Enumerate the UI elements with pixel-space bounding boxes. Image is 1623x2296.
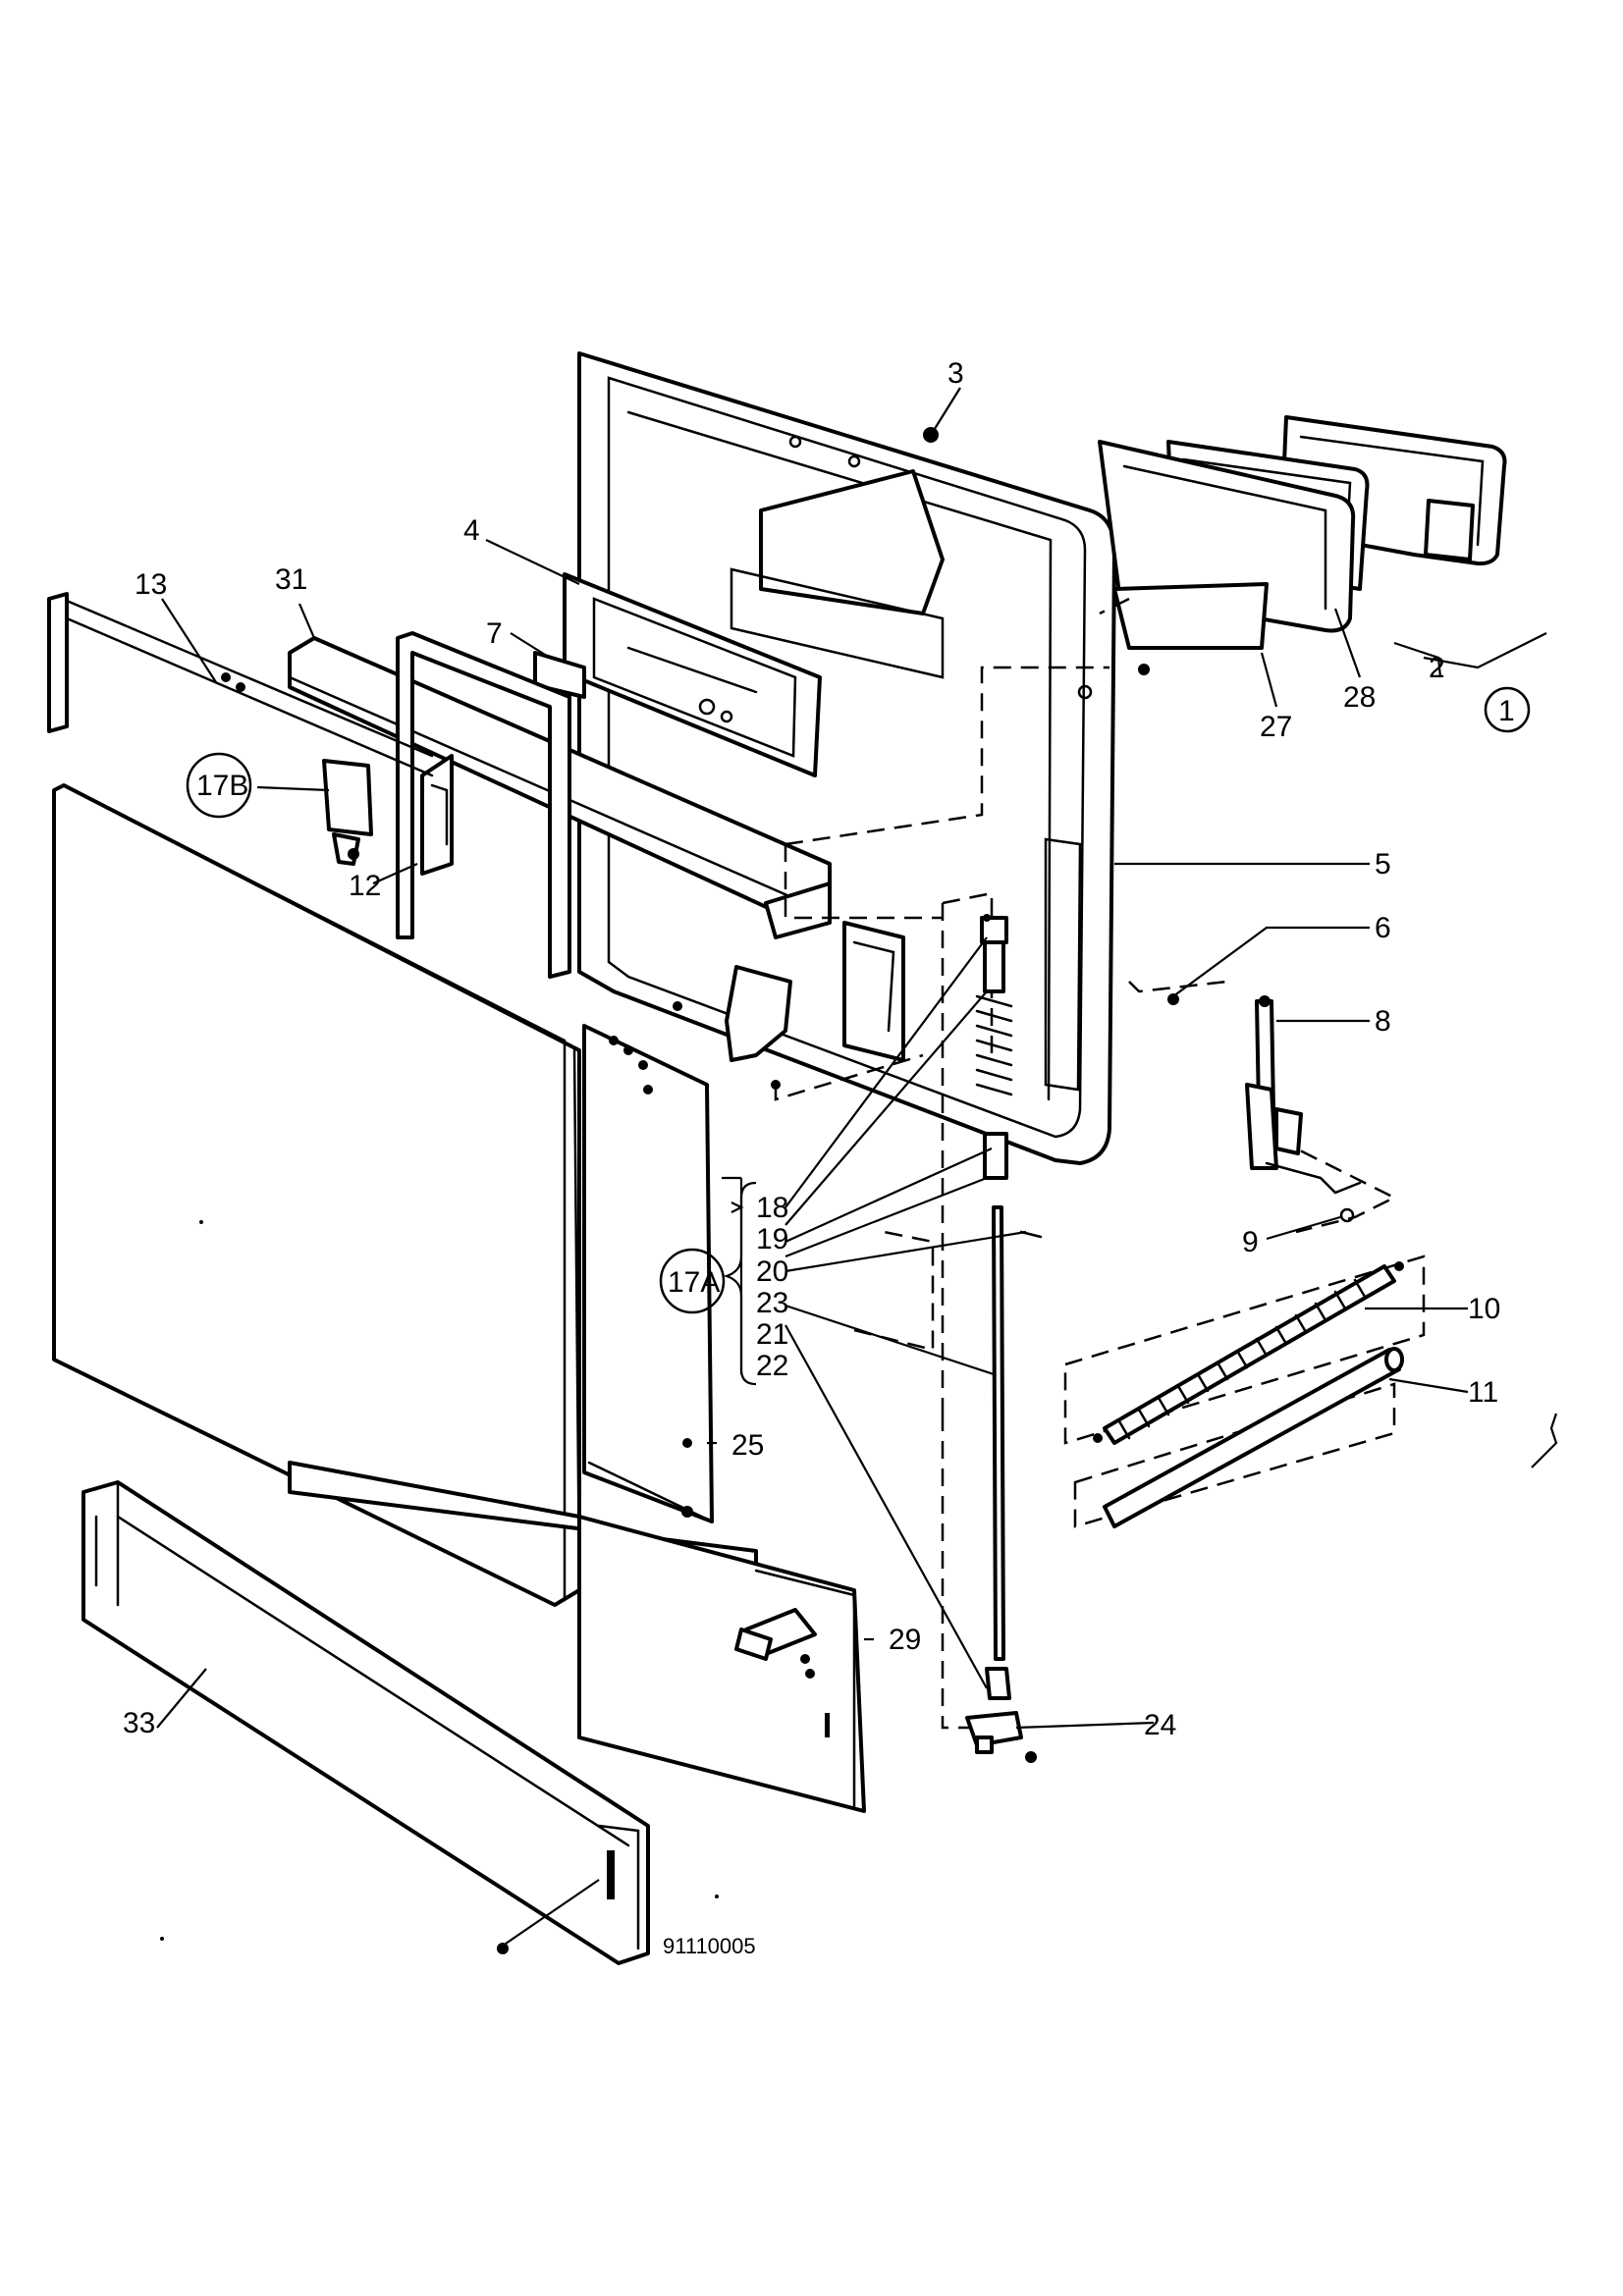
callout-circle-17a bbox=[659, 1248, 726, 1314]
callout-6: 6 bbox=[1375, 912, 1391, 944]
callout-13: 13 bbox=[135, 568, 167, 601]
leader-lines bbox=[156, 387, 1558, 1945]
callout-10: 10 bbox=[1468, 1293, 1500, 1325]
callout-circle-1 bbox=[1484, 686, 1531, 733]
callout-22: 22 bbox=[756, 1350, 788, 1382]
latch-17b bbox=[322, 759, 373, 866]
callout-19: 19 bbox=[756, 1223, 788, 1255]
callout-brace-17a bbox=[723, 1181, 757, 1386]
callout-8: 8 bbox=[1375, 1005, 1391, 1038]
spring-rod-assembly bbox=[965, 914, 1043, 1763]
callout-27: 27 bbox=[1260, 711, 1292, 743]
top-bracket bbox=[396, 631, 571, 979]
callout-28: 28 bbox=[1343, 681, 1376, 714]
callout-7: 7 bbox=[486, 617, 503, 650]
callout-23: 23 bbox=[756, 1287, 788, 1319]
callout-17b: 17B bbox=[196, 770, 248, 802]
fasteners bbox=[923, 427, 1179, 1005]
callout-21: 21 bbox=[756, 1318, 788, 1351]
hinge bbox=[1245, 995, 1362, 1223]
side-bracket-left bbox=[47, 592, 434, 777]
kick-plate-lower bbox=[81, 1480, 719, 1965]
callout-9: 9 bbox=[1242, 1226, 1259, 1258]
callout-2: 2 bbox=[1429, 652, 1445, 684]
inner-door-frame bbox=[577, 351, 1116, 1165]
drawing-number: 91110005 bbox=[663, 1934, 756, 1958]
kick-plate-upper bbox=[577, 1515, 866, 1813]
callout-18: 18 bbox=[756, 1192, 788, 1224]
callout-3: 3 bbox=[947, 357, 964, 390]
callout-25: 25 bbox=[731, 1429, 764, 1462]
callout-1: 1 bbox=[1498, 695, 1515, 727]
callout-20: 20 bbox=[756, 1255, 788, 1288]
callout-24: 24 bbox=[1144, 1709, 1176, 1741]
callout-17a: 17A bbox=[668, 1266, 720, 1299]
inner-panel-strip bbox=[582, 1024, 758, 1602]
inner-panel-bracket bbox=[563, 572, 822, 777]
callout-29: 29 bbox=[889, 1624, 921, 1656]
callout-33: 33 bbox=[123, 1707, 155, 1739]
spring bbox=[1093, 1261, 1404, 1445]
callout-5: 5 bbox=[1375, 848, 1391, 881]
callout-12: 12 bbox=[349, 870, 381, 902]
callout-11: 11 bbox=[1468, 1376, 1498, 1409]
latch-assembly bbox=[673, 921, 905, 1090]
vent-assembly bbox=[1098, 415, 1507, 650]
rod bbox=[1103, 1347, 1404, 1528]
callout-31: 31 bbox=[275, 563, 307, 596]
callout-circle-17b bbox=[186, 752, 252, 819]
callout-4: 4 bbox=[463, 514, 480, 547]
